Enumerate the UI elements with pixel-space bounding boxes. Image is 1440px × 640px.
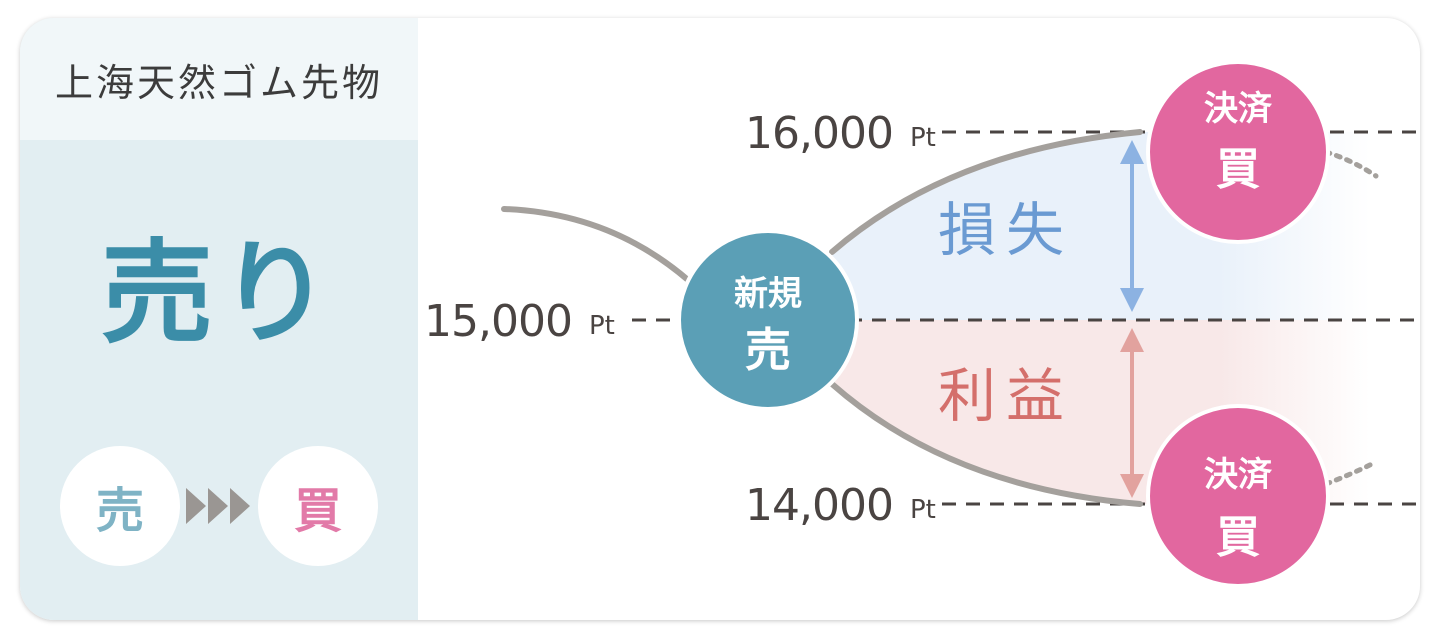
triple-arrow-icon — [186, 488, 250, 524]
exit-top-line2: 買 — [1216, 144, 1260, 195]
profit-label: 利益 — [938, 362, 1074, 430]
entry-sell-circle: 新規 売 — [677, 229, 859, 411]
exit-buy-circle-bottom: 決済 買 — [1146, 404, 1330, 588]
profit-arrow — [1120, 328, 1144, 498]
exit-top-line1: 決済 — [1204, 89, 1273, 129]
loss-label: 損失 — [938, 196, 1074, 264]
entry-price-value: 15,000 — [424, 296, 572, 347]
exit-buy-circle-top: 決済 買 — [1146, 60, 1330, 244]
info-card: 上海天然ゴム先物 売り 売 買 — [20, 18, 1420, 620]
high-price-value: 16,000 — [745, 108, 893, 159]
product-title: 上海天然ゴム先物 — [54, 60, 383, 105]
entry-circle-line2: 売 — [745, 323, 791, 377]
flow-buy-chip: 買 — [258, 446, 378, 566]
position-label: 売り — [101, 229, 337, 359]
entry-circle-line1: 新規 — [734, 274, 802, 314]
fall-continuation-dots — [1323, 459, 1379, 487]
exit-bottom-line2: 買 — [1216, 512, 1260, 563]
low-price-value: 14,000 — [745, 480, 893, 531]
rise-continuation-dots — [1323, 149, 1379, 179]
price-rise-curve — [829, 129, 1143, 255]
low-price-unit: Pt — [910, 495, 936, 525]
exit-bottom-line1: 決済 — [1204, 455, 1273, 495]
side-panel: 上海天然ゴム先物 売り 売 買 — [20, 18, 418, 620]
side-panel-header: 上海天然ゴム先物 — [20, 18, 418, 140]
price-fall-curve — [829, 381, 1143, 507]
loss-arrow — [1120, 140, 1144, 312]
price-history-curve — [501, 206, 691, 283]
entry-price-unit: Pt — [589, 311, 615, 341]
flow-sell-chip: 売 — [60, 446, 180, 566]
price-diagram: 損失 利益 16,000 Pt 15,000 Pt 14,000 Pt 新規 売… — [424, 60, 1420, 588]
high-price-unit: Pt — [910, 123, 936, 153]
